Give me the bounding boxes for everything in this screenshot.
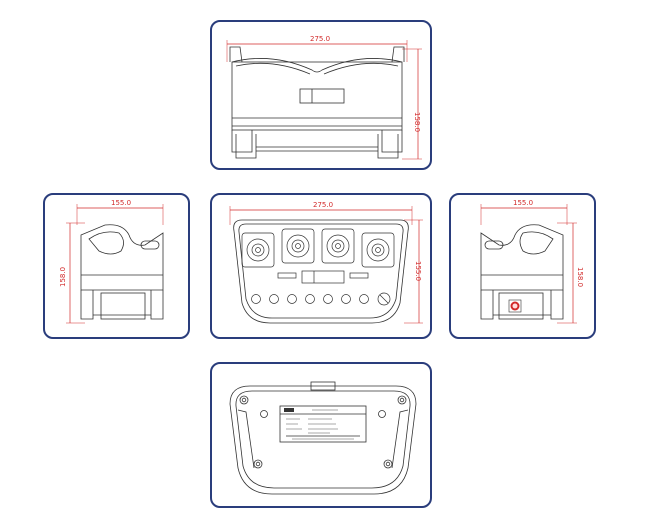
label-plate-right bbox=[349, 272, 369, 279]
bottom-view-body bbox=[229, 381, 417, 495]
bottom-view-panel bbox=[210, 362, 432, 508]
joystick-3 bbox=[321, 228, 355, 264]
left-height-label: 158.0 bbox=[59, 267, 67, 287]
joystick-4 bbox=[361, 232, 395, 268]
stop-button bbox=[508, 299, 522, 313]
push-button-4 bbox=[305, 294, 315, 304]
push-button-7 bbox=[359, 294, 369, 304]
label-plate-left bbox=[277, 272, 297, 279]
right-width-label: 155.0 bbox=[513, 199, 533, 207]
right-view-body bbox=[480, 224, 564, 320]
front-view-panel: 275.0 158.0 bbox=[210, 20, 432, 170]
push-button-6 bbox=[341, 294, 351, 304]
joystick-group bbox=[241, 228, 395, 284]
logo-plate bbox=[301, 270, 345, 284]
push-button-3 bbox=[287, 294, 297, 304]
push-button-1 bbox=[251, 294, 261, 304]
left-view-drawing: 155.0 158.0 bbox=[59, 199, 164, 324]
key-switch bbox=[377, 292, 391, 306]
front-view-drawing: 275.0 158.0 bbox=[226, 35, 422, 160]
joystick-2 bbox=[281, 228, 315, 264]
left-view-body bbox=[80, 224, 164, 320]
right-view-panel: 155.0 158.0 bbox=[449, 193, 596, 339]
left-width-label: 155.0 bbox=[111, 199, 131, 207]
nameplate-logo bbox=[284, 408, 294, 412]
front-view-body bbox=[229, 46, 405, 159]
bottom-view-drawing bbox=[229, 381, 417, 495]
push-button-5 bbox=[323, 294, 333, 304]
button-row bbox=[251, 292, 391, 306]
nameplate-text-lines bbox=[286, 409, 354, 440]
push-button-2 bbox=[269, 294, 279, 304]
front-width-label: 275.0 bbox=[310, 35, 330, 43]
top-height-label: 155.0 bbox=[414, 261, 422, 281]
top-view-drawing: 275.0 155.0 bbox=[229, 201, 423, 324]
top-view-panel: 275.0 155.0 bbox=[210, 193, 432, 339]
top-view-body bbox=[233, 219, 409, 324]
left-view-panel: 155.0 158.0 bbox=[43, 193, 190, 339]
nameplate bbox=[279, 405, 367, 443]
top-width-label: 275.0 bbox=[313, 201, 333, 209]
right-view-drawing: 155.0 158.0 bbox=[480, 199, 584, 324]
joystick-1 bbox=[241, 232, 275, 268]
right-height-label: 158.0 bbox=[576, 267, 584, 287]
front-height-label: 158.0 bbox=[413, 112, 421, 132]
